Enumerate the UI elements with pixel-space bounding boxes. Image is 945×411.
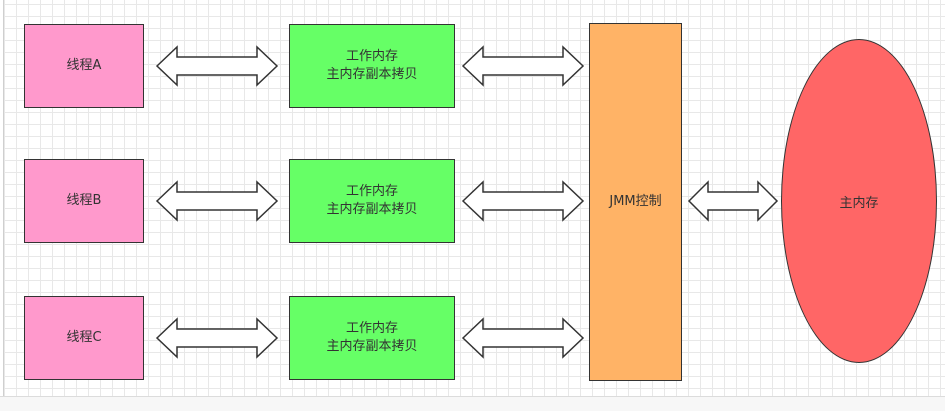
arrow-working-memory-b-jmm[interactable] [461, 180, 585, 222]
thread-a-box[interactable]: 线程A [24, 24, 144, 108]
arrow-working-memory-c-jmm[interactable] [461, 317, 585, 359]
working-memory-a-box[interactable]: 工作内存 主内存副本拷贝 [289, 24, 455, 108]
left-panel-edge [0, 0, 4, 411]
working-memory-c-box[interactable]: 工作内存 主内存副本拷贝 [289, 296, 455, 380]
working-memory-b-box[interactable]: 工作内存 主内存副本拷贝 [289, 159, 455, 243]
arrow-thread-b-working-memory[interactable] [155, 180, 279, 222]
jmm-control-box[interactable]: JMM控制 [589, 23, 682, 381]
main-memory-ellipse[interactable]: 主内存 [781, 39, 937, 363]
main-memory-label: 主内存 [839, 195, 879, 211]
arrow-thread-a-working-memory[interactable] [155, 45, 279, 87]
thread-b-box[interactable]: 线程B [24, 159, 144, 243]
arrow-working-memory-a-jmm[interactable] [461, 45, 585, 87]
arrow-jmm-main-memory[interactable] [687, 180, 779, 222]
thread-c-box[interactable]: 线程C [24, 296, 144, 380]
arrow-thread-c-working-memory[interactable] [155, 317, 279, 359]
bottom-margin-band [0, 396, 945, 411]
